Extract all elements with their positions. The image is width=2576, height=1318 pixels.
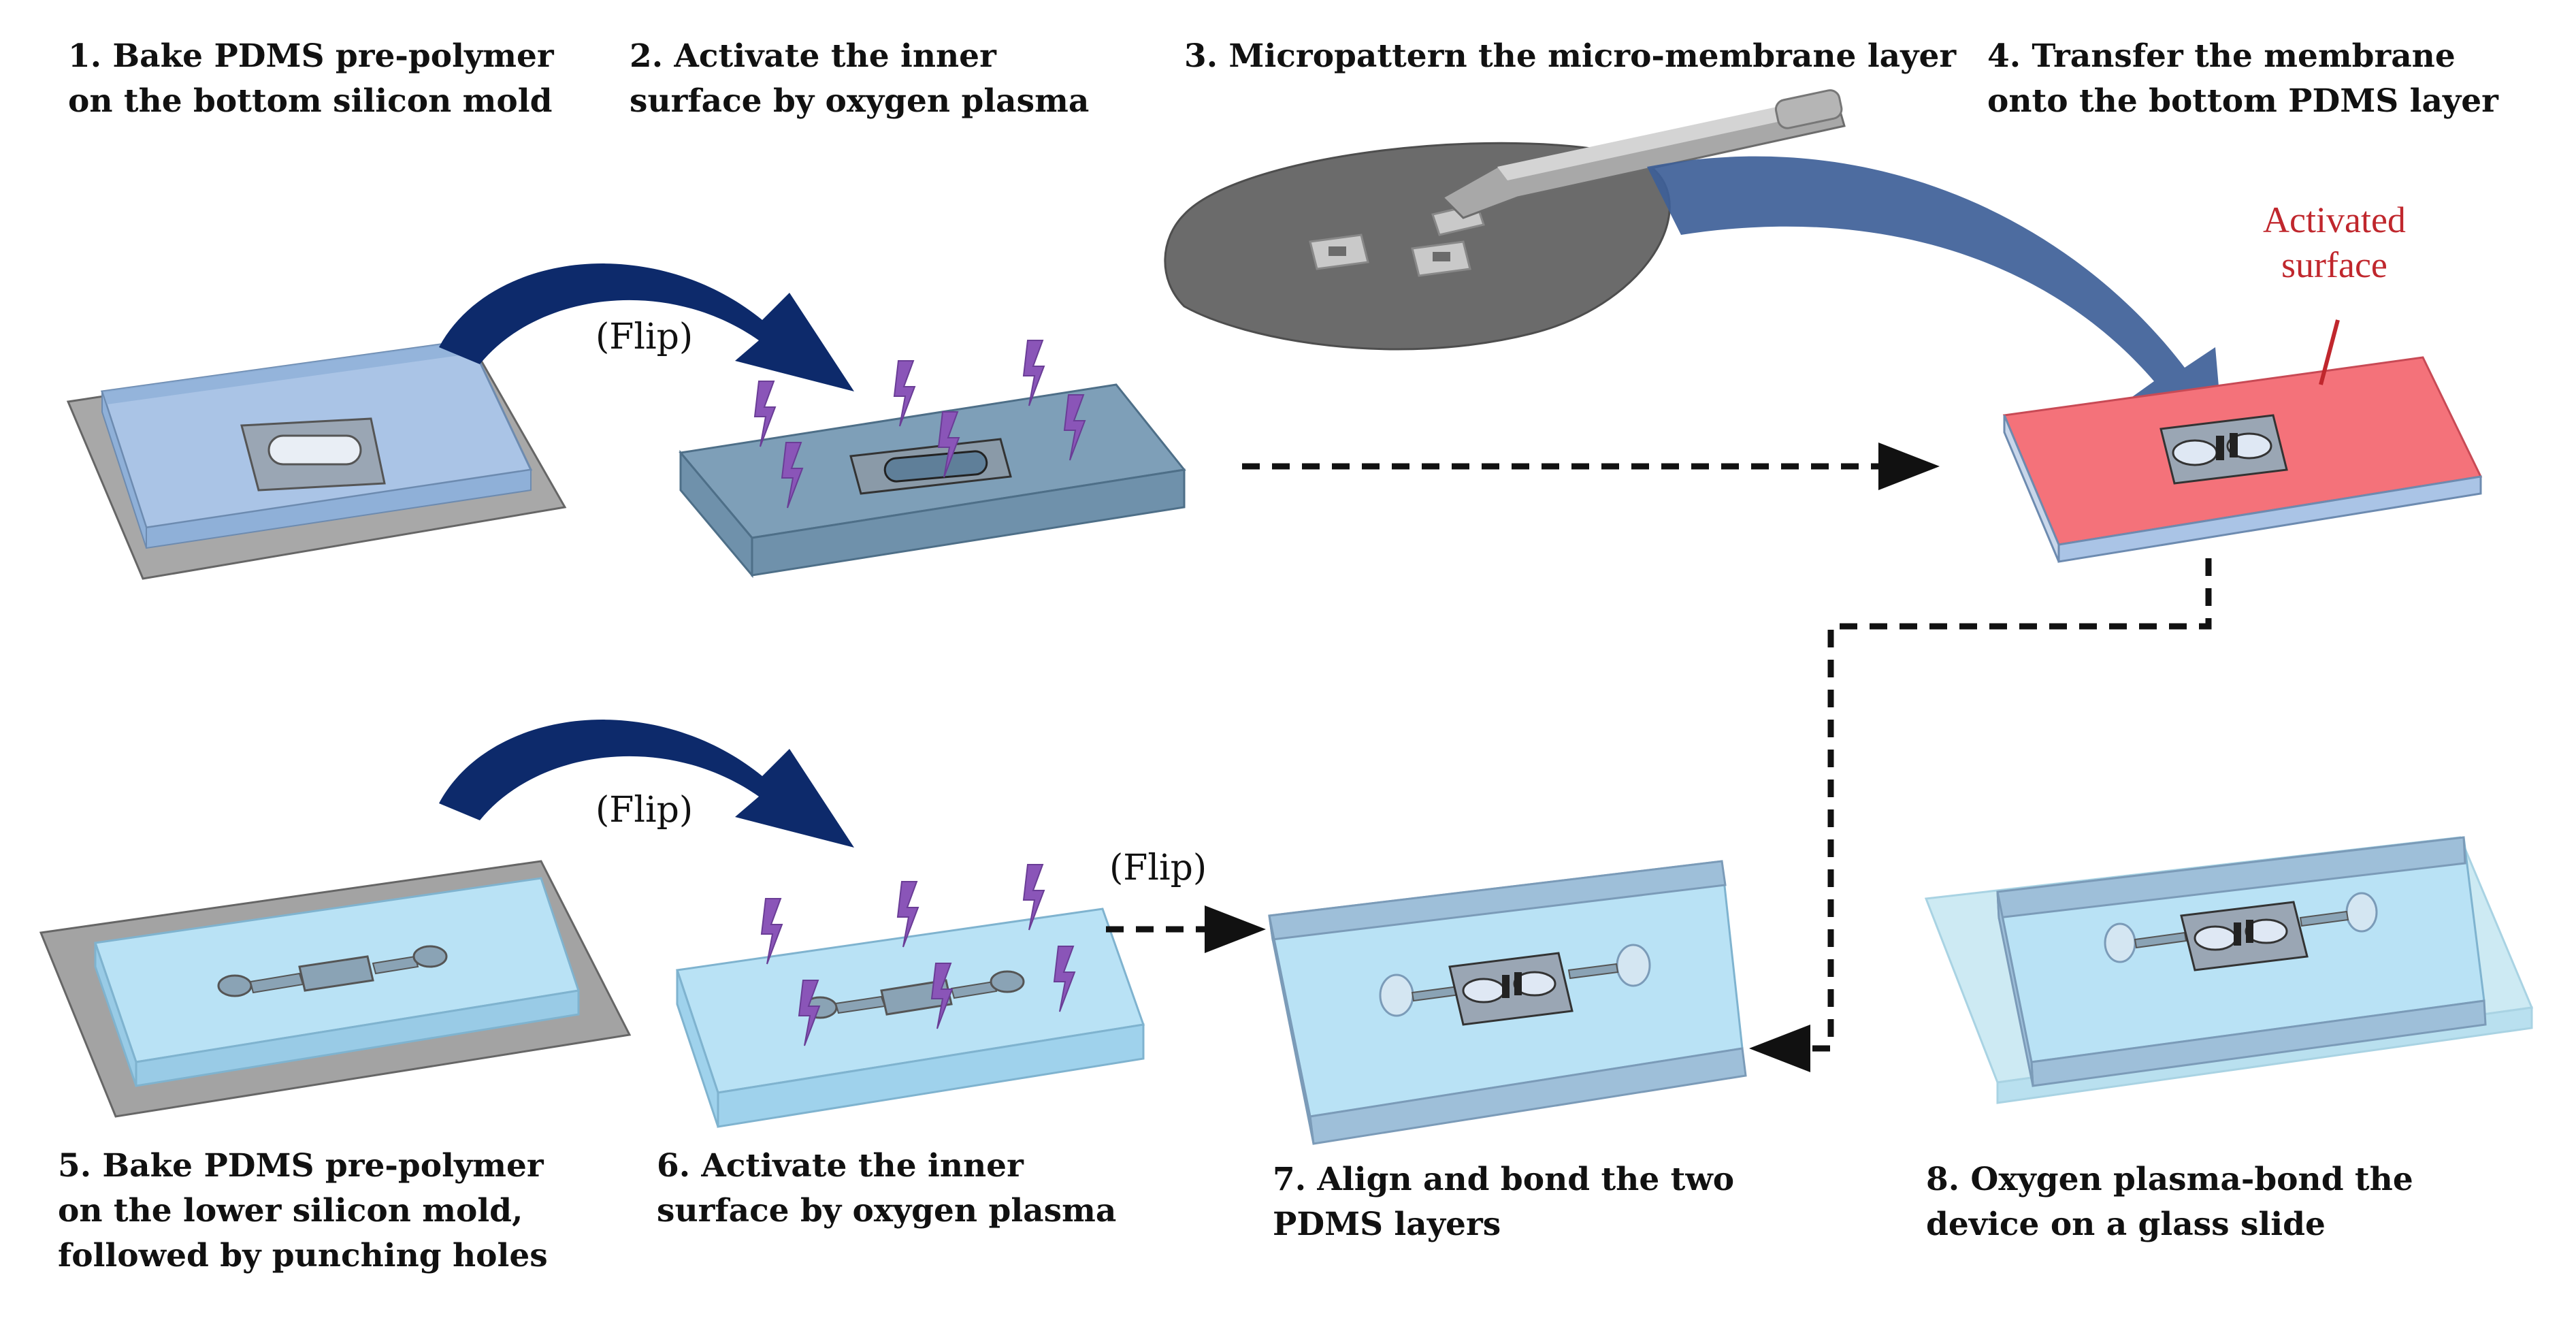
flip-label-1: (Flip) — [596, 317, 694, 357]
step6-pdms-slab — [676, 907, 1145, 1128]
step5-mold-device — [39, 860, 632, 1118]
step1-mold-device — [66, 339, 567, 580]
step6-label: 6. Activate the inner surface by oxygen … — [657, 1147, 1117, 1229]
activated-pointer — [2319, 319, 2340, 385]
step4-label: 4. Transfer the membrane onto the bottom… — [1987, 37, 2498, 120]
dashed-connector-4-to-7 — [1797, 558, 2212, 1052]
flip-arrow-1 — [439, 263, 854, 391]
step1-label: 1. Bake PDMS pre-polymer on the bottom s… — [68, 37, 554, 120]
flip-arrow-2 — [439, 720, 854, 848]
step7-bonded-layers — [1268, 860, 1747, 1145]
step8-label: 8. Oxygen plasma-bond the device on a gl… — [1926, 1161, 2413, 1243]
transfer-arrow — [1647, 156, 2222, 425]
step4-activated-pdms — [2002, 356, 2483, 563]
step2-pdms-slab — [679, 383, 1186, 579]
step3-label: 3. Micropattern the micro-membrane layer — [1184, 37, 1957, 75]
flip-label-3: (Flip) — [1109, 848, 1207, 888]
step5-label: 5. Bake PDMS pre-polymer on the lower si… — [58, 1147, 548, 1274]
step7-label: 7. Align and bond the two PDMS layers — [1273, 1161, 1735, 1243]
activated-surface-label: Activated surface — [2263, 199, 2406, 285]
step2-label: 2. Activate the inner surface by oxygen … — [630, 37, 1090, 120]
step8-device-on-glass — [1924, 836, 2534, 1104]
flip-label-2: (Flip) — [596, 790, 694, 831]
tweezers-icon — [1441, 89, 1846, 219]
